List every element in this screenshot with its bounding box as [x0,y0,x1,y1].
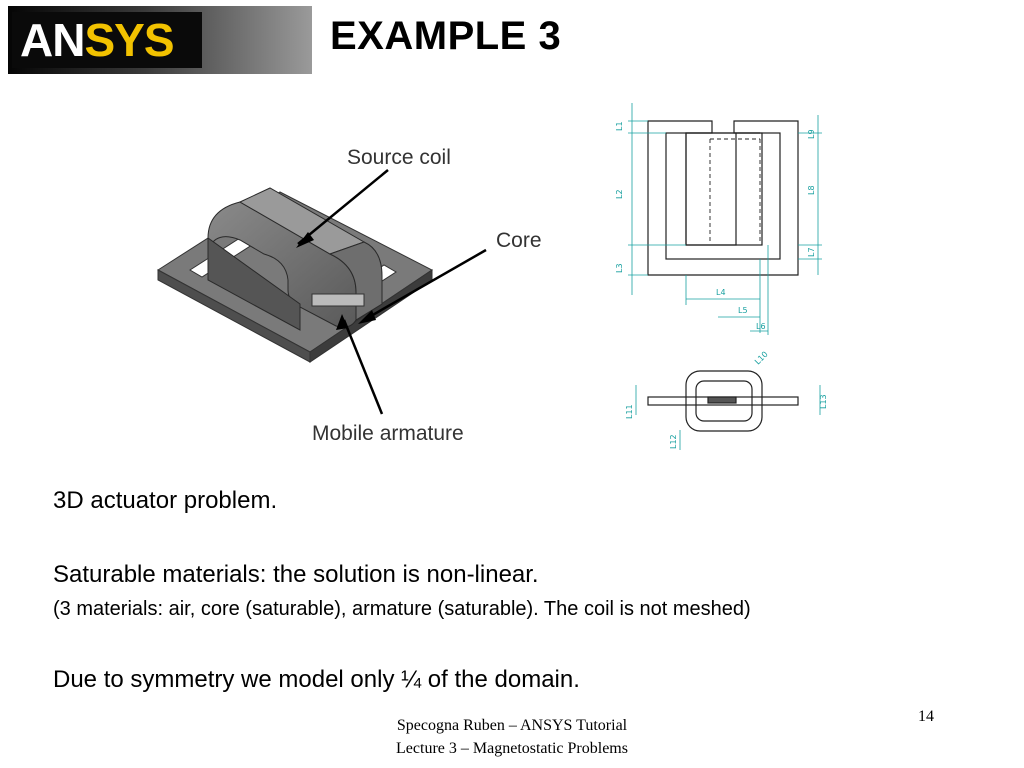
body-line-3: (3 materials: air, core (saturable), arm… [53,598,751,620]
dim-L8: L8 [807,185,816,195]
dim-L6: L6 [756,322,766,331]
dim-L9: L9 [807,129,816,139]
label-core: Core [496,229,542,252]
dim-L3: L3 [615,263,624,273]
dim-L5: L5 [738,306,748,315]
body-line-2: Saturable materials: the solution is non… [53,561,539,588]
label-source-coil: Source coil [347,146,451,169]
logo-part2: SYS [84,14,174,66]
body-line-4: Due to symmetry we model only ¼ of the d… [53,666,580,693]
footer-line-1: Specogna Ruben – ANSYS Tutorial [396,717,628,734]
label-mobile-armature: Mobile armature [312,422,464,445]
bottom-view [647,370,799,432]
actuator-3d-figure: Source coil Core Mobile armature [157,146,542,445]
ansys-logo: ANSYS [12,12,202,68]
logo-part1: AN [20,14,85,66]
dim-L7: L7 [807,247,816,257]
dim-L13: L13 [819,394,828,409]
dim-L4: L4 [716,288,726,297]
dim-L12: L12 [669,434,678,449]
dim-L2: L2 [615,189,624,199]
logo-banner: ANSYS [8,6,312,74]
page-number: 14 [918,708,934,725]
body-line-1: 3D actuator problem. [53,487,278,514]
dim-L11: L11 [625,404,634,419]
dim-L1: L1 [615,121,624,131]
footer-line-2: Lecture 3 – Magnetostatic Problems [396,740,628,757]
dim-L10: L10 [753,350,770,367]
slide-title: EXAMPLE 3 [330,14,562,58]
technical-drawing: L1 L2 L3 L4 L5 L6 L7 L8 L9 L10 L11 L12 L… [615,103,828,450]
mobile-armature [311,293,365,307]
